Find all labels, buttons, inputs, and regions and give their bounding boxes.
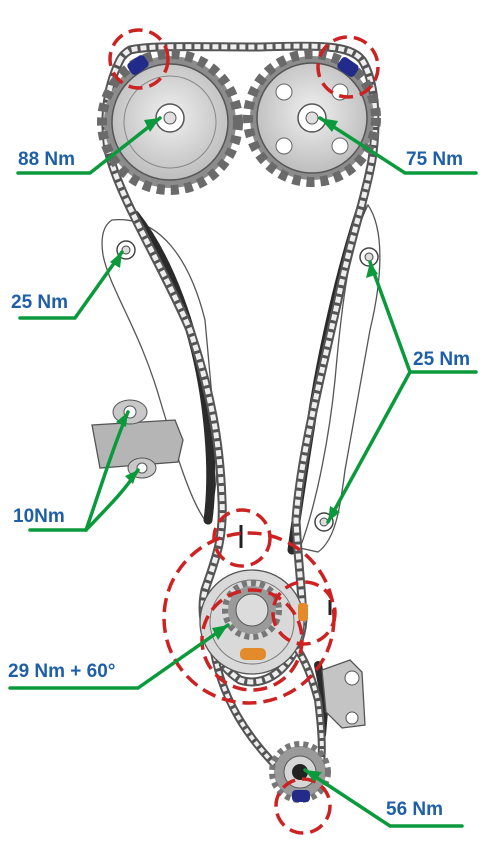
leader-arrowheads <box>110 118 378 782</box>
crank-side-circle <box>271 580 337 646</box>
timing-mark-circles <box>108 28 380 835</box>
intake-cam-sprocket <box>97 49 243 195</box>
left-guide-bolt-hole <box>121 245 131 255</box>
torque-label-exhaust-cam: 75 Nm <box>406 149 464 170</box>
exhaust-timing-link <box>337 57 359 77</box>
left-guide-housing <box>101 219 218 522</box>
intake-mark-circle <box>108 28 170 90</box>
lower-tensioner-bracket <box>321 659 366 729</box>
crank-inner-circle <box>200 588 304 692</box>
oil-pump-mark-circle <box>274 777 332 835</box>
leader-25nm-right-b <box>326 370 412 524</box>
right-guide-housing <box>299 203 381 553</box>
torque-label-right-guide: 25 Nm <box>413 349 471 370</box>
leader-10nm-a <box>28 410 130 532</box>
exhaust-cam-sprocket <box>243 49 381 187</box>
timing-chain <box>101 41 380 687</box>
torque-label-tensioner: 10Nm <box>13 506 65 527</box>
leader-88nm <box>16 116 162 175</box>
leader-75nm <box>318 116 478 175</box>
torque-label-crank: 29 Nm + 60° <box>8 661 116 682</box>
leader-lines <box>8 116 478 828</box>
torque-label-intake-cam: 88 Nm <box>18 149 76 170</box>
leader-crank <box>8 623 230 690</box>
right-guide-bolt-top-hole <box>364 252 374 262</box>
leader-56nm <box>303 768 464 828</box>
chain-mark-circle <box>212 508 272 568</box>
leader-25nm-left <box>18 250 124 320</box>
intake-timing-link <box>127 55 149 75</box>
torque-label-oil-pump: 56 Nm <box>386 799 444 820</box>
torque-label-left-guide: 25 Nm <box>11 292 69 313</box>
exhaust-mark-circle <box>316 35 380 99</box>
